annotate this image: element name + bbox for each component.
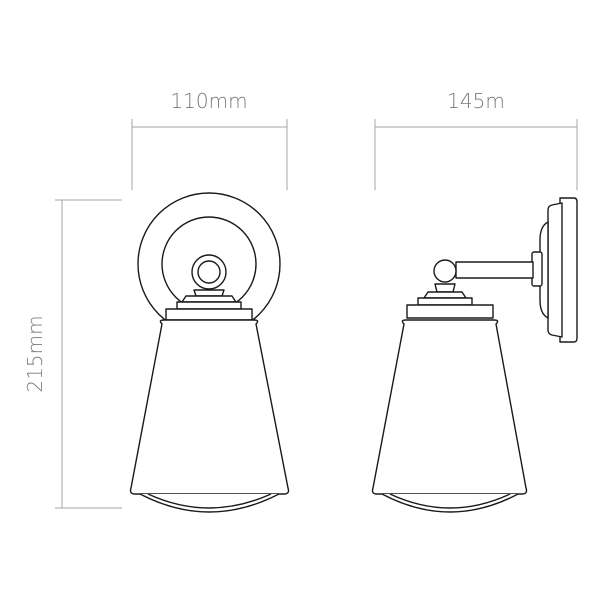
height-label: 215mm: [23, 315, 47, 392]
arm-knuckle: [433, 259, 457, 283]
wallplate-boss: [539, 221, 549, 319]
wallplate-front: [547, 202, 563, 338]
side-shade-bottom-inner: [389, 493, 511, 509]
front-width-label: 110mm: [170, 89, 247, 113]
side-collar-band: [417, 297, 473, 306]
gallery-rim: [165, 308, 253, 321]
front-view-lamp: [129, 192, 290, 513]
horizontal-arm: [455, 261, 534, 279]
side-shade-body: [371, 319, 528, 495]
shade-bottom-inner: [147, 493, 272, 509]
wallplate-back: [559, 197, 578, 343]
collar-upper: [181, 295, 237, 303]
side-collar-neck: [434, 283, 456, 293]
shade-bottom-bowl: [139, 493, 280, 513]
side-depth-dimension: 145m: [374, 89, 578, 190]
front-width-dimension: 110mm: [131, 89, 288, 190]
height-dimension: 215mm: [23, 199, 122, 509]
shade-body: [129, 319, 290, 495]
side-gallery-rim: [406, 304, 494, 319]
collar-neck: [193, 289, 225, 297]
collar-band: [176, 301, 242, 310]
side-depth-label: 145m: [447, 89, 505, 113]
side-collar-upper: [423, 291, 467, 299]
finial-ring-inner: [197, 260, 221, 284]
side-shade-bottom-bowl: [381, 493, 519, 513]
side-view-lamp: [371, 197, 578, 513]
